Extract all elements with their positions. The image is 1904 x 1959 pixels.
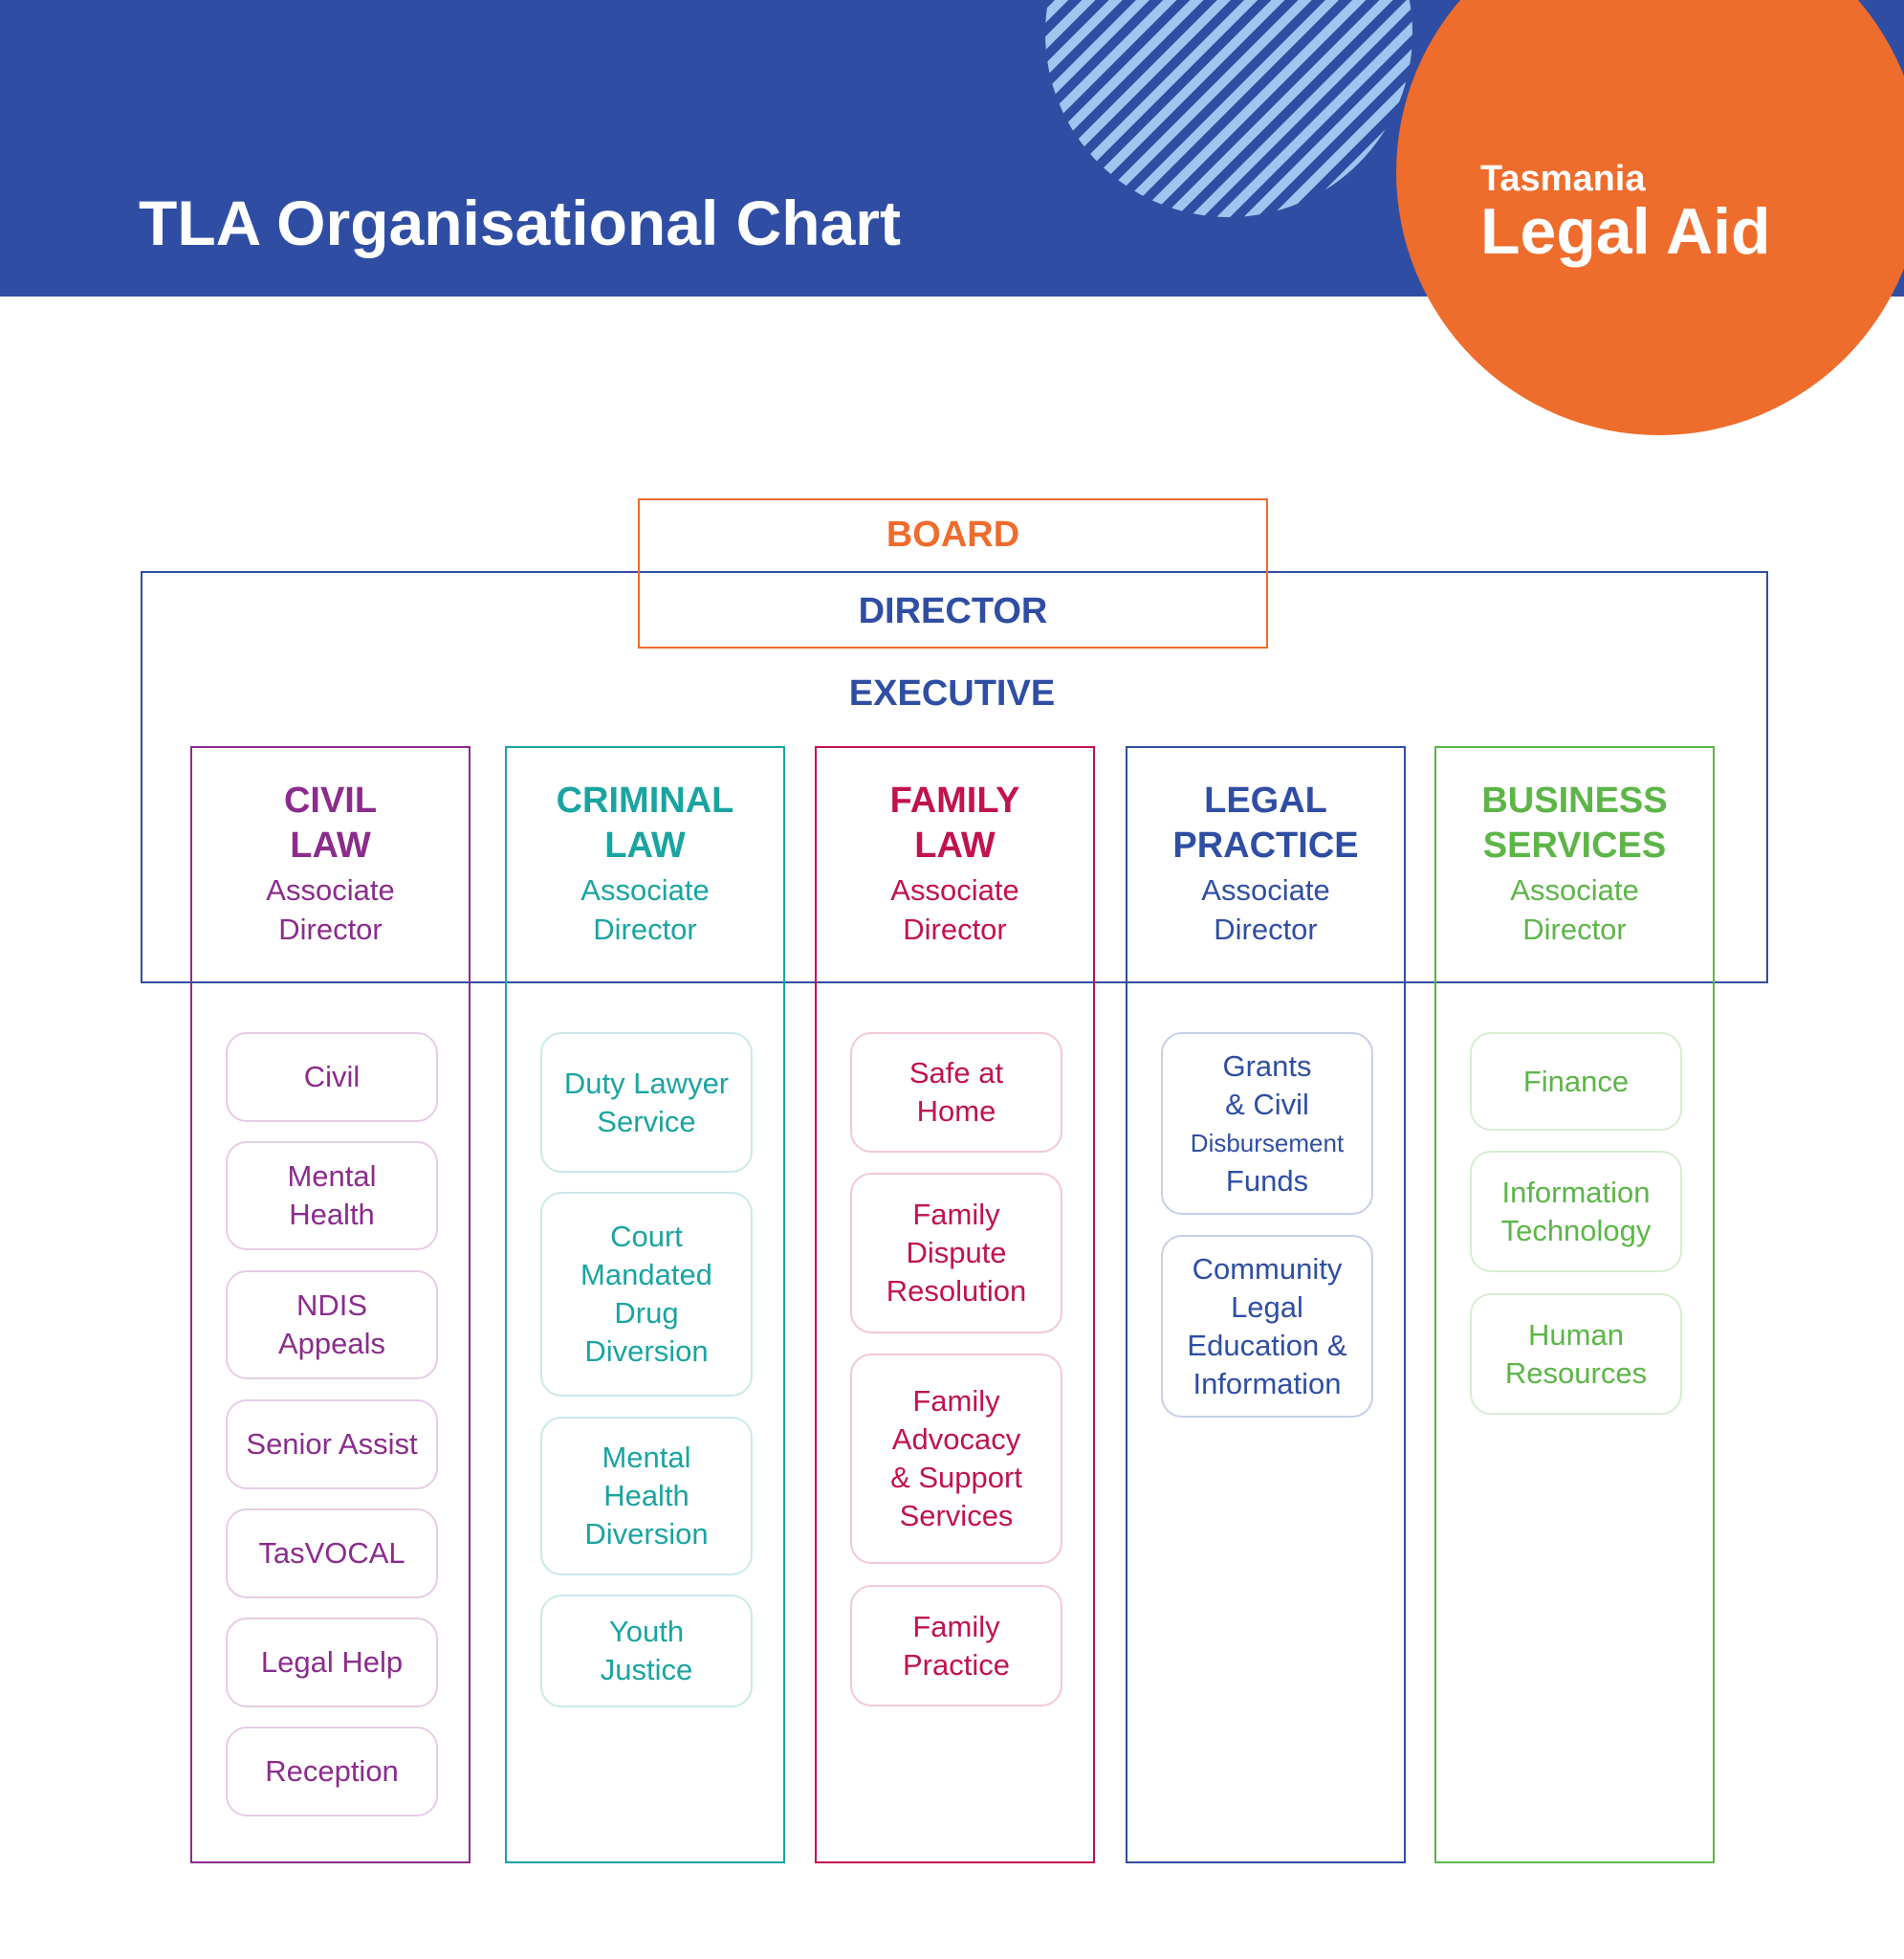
column-subtitle: Associate Director	[1201, 873, 1330, 946]
column-header: CRIMINAL LAW Associate Director	[507, 779, 783, 949]
column-title: BUSINESS SERVICES	[1481, 781, 1668, 866]
header-decoration	[1045, 0, 1904, 435]
unit-line: Disbursement	[1190, 1128, 1345, 1157]
unit-legal-help: Legal Help	[226, 1618, 438, 1707]
unit-family-advocacy-support-services: Family Advocacy & Support Services	[850, 1354, 1062, 1564]
unit-safe-at-home: Safe at Home	[850, 1032, 1062, 1153]
column-legal-practice: LEGAL PRACTICE Associate Director Grants…	[1126, 746, 1406, 1863]
column-header: BUSINESS SERVICES Associate Director	[1436, 779, 1713, 949]
unit-duty-lawyer-service: Duty Lawyer Service	[540, 1032, 753, 1173]
column-subtitle: Associate Director	[890, 873, 1019, 946]
board-director-box	[638, 498, 1268, 649]
column-criminal-law: CRIMINAL LAW Associate Director Duty Law…	[505, 746, 785, 1863]
column-family-law: FAMILY LAW Associate Director Safe at Ho…	[815, 746, 1095, 1863]
column-business-services: BUSINESS SERVICES Associate Director Fin…	[1434, 746, 1715, 1863]
column-civil-law: CIVIL LAW Associate Director Civil Menta…	[190, 746, 471, 1863]
column-title: CIVIL LAW	[283, 781, 378, 866]
unit-human-resources: Human Resources	[1470, 1293, 1682, 1415]
tasmania-legal-aid-logo: Tasmania Legal Aid	[1480, 161, 1771, 264]
column-title: CRIMINAL LAW	[556, 781, 734, 866]
unit-grants-civil-disbursement-funds: Grants & Civil Disbursement Funds	[1161, 1032, 1373, 1215]
unit-community-legal-education: Community Legal Education & Information	[1161, 1235, 1373, 1418]
unit-senior-assist: Senior Assist	[226, 1399, 438, 1489]
unit-reception: Reception	[226, 1727, 438, 1816]
column-title: LEGAL PRACTICE	[1172, 781, 1359, 866]
column-subtitle: Associate Director	[580, 873, 710, 946]
column-header: LEGAL PRACTICE Associate Director	[1127, 779, 1404, 949]
unit-civil: Civil	[226, 1032, 438, 1122]
unit-court-mandated-drug-diversion: Court Mandated Drug Diversion	[540, 1192, 753, 1397]
column-title: FAMILY LAW	[889, 781, 1020, 866]
column-subtitle: Associate Director	[1510, 873, 1639, 946]
orange-circle	[1396, 0, 1904, 435]
unit-mental-health-diversion: Mental Health Diversion	[540, 1417, 753, 1575]
unit-youth-justice: Youth Justice	[540, 1595, 753, 1707]
logo-line-1: Tasmania	[1480, 159, 1646, 199]
unit-finance: Finance	[1470, 1032, 1682, 1131]
unit-family-practice: Family Practice	[850, 1585, 1062, 1706]
page-title: TLA Organisational Chart	[139, 187, 901, 258]
director-label: DIRECTOR	[858, 591, 1048, 631]
unit-ndis-appeals: NDIS Appeals	[226, 1270, 438, 1379]
column-header: FAMILY LAW Associate Director	[817, 779, 1093, 949]
unit-tasvocal: TasVOCAL	[226, 1508, 438, 1598]
executive-box	[141, 571, 1768, 983]
board-label: BOARD	[886, 515, 1020, 555]
unit-line: Grants & Civil	[1222, 1048, 1312, 1121]
logo-line-2: Legal Aid	[1480, 195, 1771, 268]
executive-label: EXECUTIVE	[848, 673, 1056, 714]
unit-mental-health: Mental Health	[226, 1141, 438, 1250]
unit-line: Funds	[1225, 1163, 1309, 1198]
unit-family-dispute-resolution: Family Dispute Resolution	[850, 1173, 1062, 1333]
unit-information-technology: Information Technology	[1470, 1151, 1682, 1272]
column-header: CIVIL LAW Associate Director	[192, 779, 469, 949]
column-subtitle: Associate Director	[266, 873, 395, 946]
striped-circle	[1045, 0, 1412, 217]
